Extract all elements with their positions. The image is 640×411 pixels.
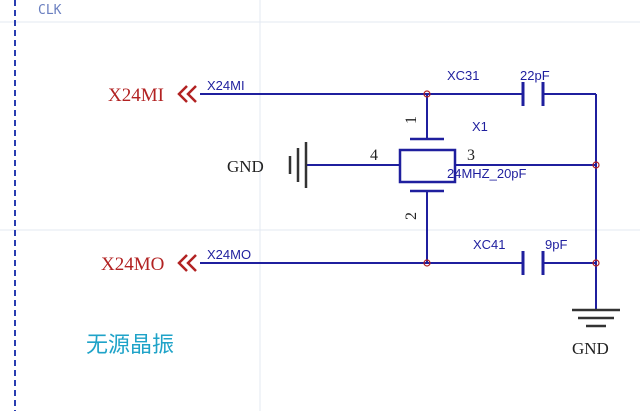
- crystal-x1[interactable]: [398, 137, 457, 193]
- gnd-right-icon[interactable]: [572, 308, 620, 328]
- gnd-right-label: GND: [572, 339, 609, 358]
- junctions: [423, 90, 600, 267]
- crystal-x1-value: 24MHZ_20pF: [447, 166, 527, 181]
- port-x24mo-label: X24MO: [101, 254, 164, 275]
- sheet-title: CLK: [38, 3, 62, 18]
- crystal-pin-2: 2: [403, 212, 420, 220]
- net-label-x24mi: X24MI: [207, 78, 245, 93]
- capacitor-xc31[interactable]: [521, 82, 545, 106]
- capacitor-xc41-ref: XC41: [473, 237, 506, 252]
- port-x24mi-label: X24MI: [108, 85, 164, 106]
- capacitor-xc41-value: 9pF: [545, 237, 567, 252]
- gnd-left-label: GND: [227, 157, 264, 176]
- crystal-x1-ref: X1: [472, 119, 488, 134]
- capacitor-xc31-ref: XC31: [447, 68, 480, 83]
- crystal-pin-4: 4: [370, 147, 378, 164]
- junction-dot: [592, 161, 600, 169]
- port-x24mi[interactable]: X24MI: [108, 85, 197, 106]
- wires: [200, 93, 597, 310]
- crystal-pin-1: 1: [403, 116, 420, 124]
- caption: 无源晶振: [86, 333, 174, 358]
- port-x24mo[interactable]: X24MO: [101, 254, 197, 275]
- crystal-pin-3: 3: [467, 147, 475, 164]
- gnd-left-icon[interactable]: [288, 142, 308, 188]
- port-x24mo-arrow-icon: [177, 254, 197, 272]
- capacitor-xc31-value: 22pF: [520, 68, 550, 83]
- junction-dot: [423, 90, 431, 98]
- junction-dot: [592, 259, 600, 267]
- junction-dot: [423, 259, 431, 267]
- port-x24mi-arrow-icon: [177, 85, 197, 103]
- net-label-x24mo: X24MO: [207, 247, 251, 262]
- capacitor-xc41[interactable]: [521, 251, 545, 275]
